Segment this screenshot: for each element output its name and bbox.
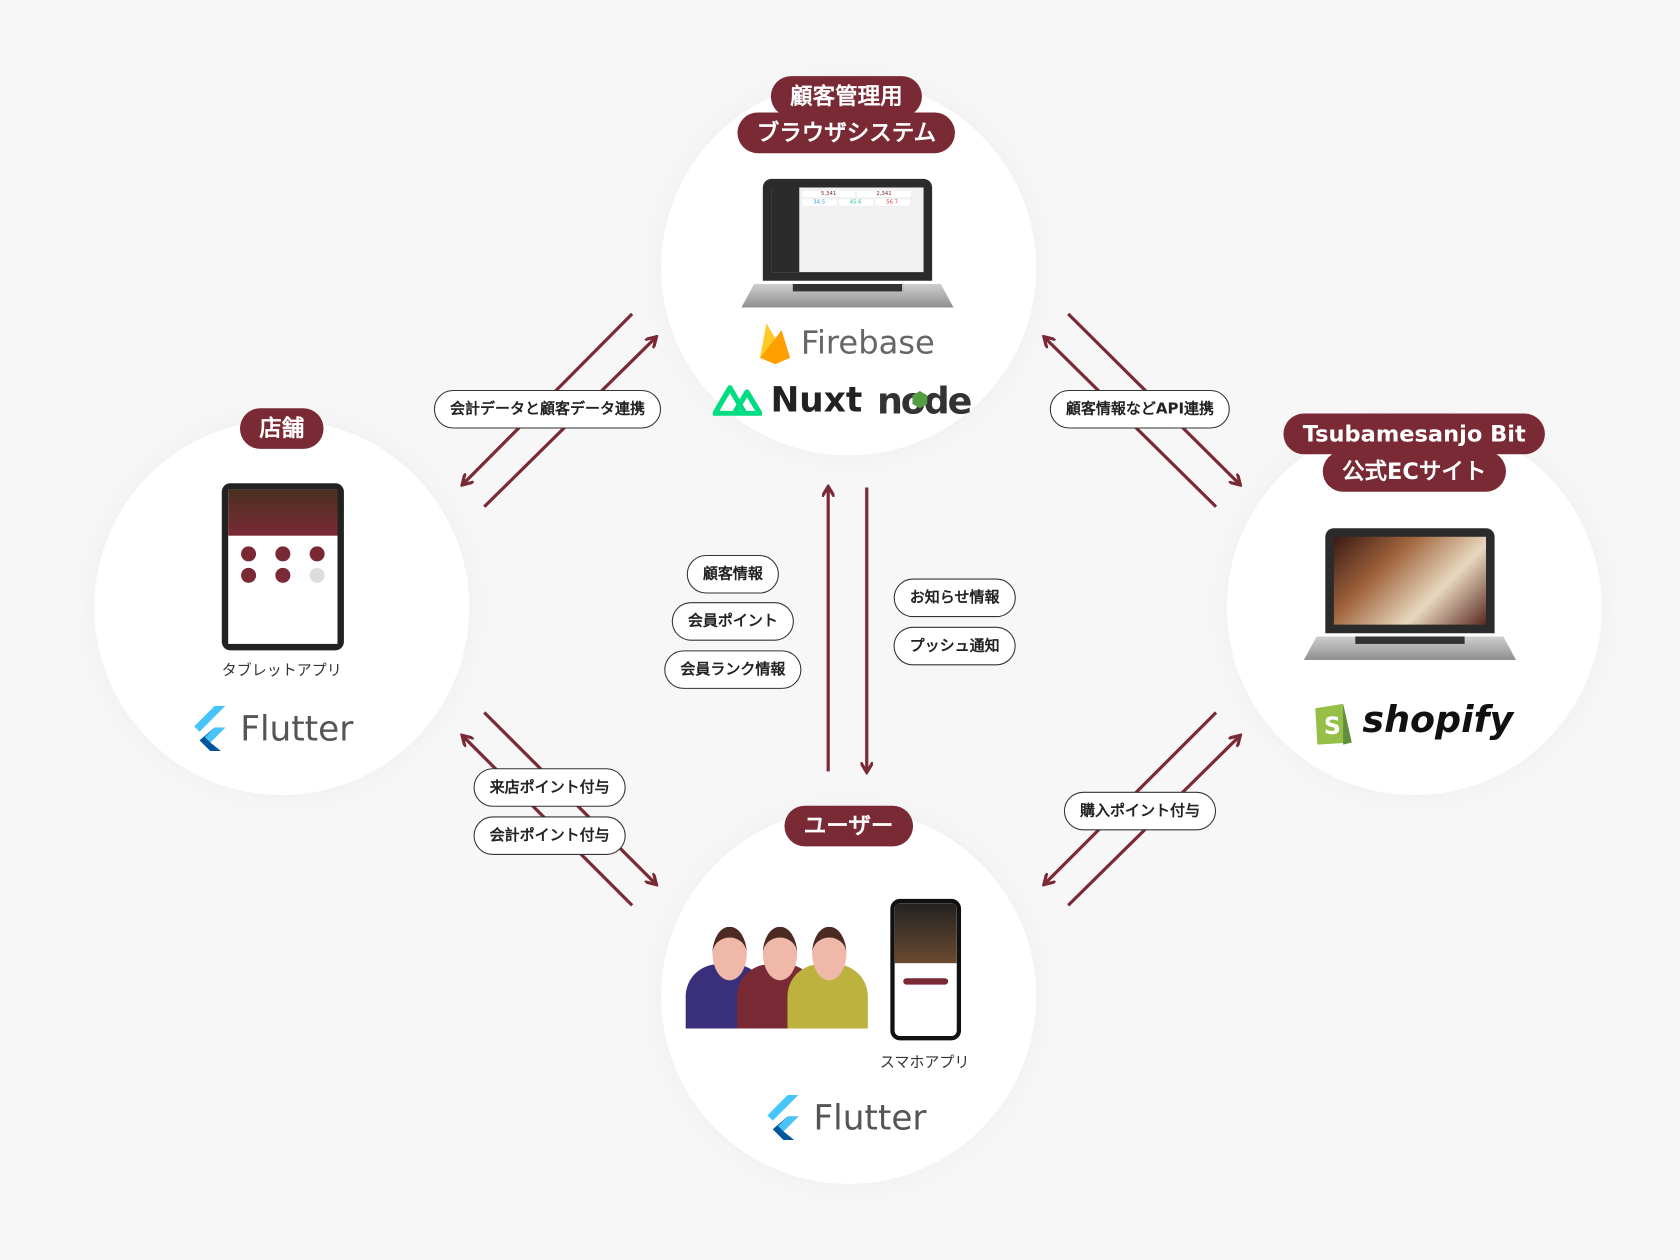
dashboard-value: 5,341 xyxy=(801,190,856,198)
dashboard-value: 56.7 xyxy=(874,199,910,206)
tablet-app-image xyxy=(221,483,344,651)
smartphone-app-image xyxy=(890,898,962,1041)
link-label-checkout-points: 会計ポイント付与 xyxy=(473,816,626,855)
link-label-customer-info: 顧客情報 xyxy=(686,554,779,594)
ec-title-line2: 公式ECサイト xyxy=(1322,451,1506,492)
link-label-purchase-points: 購入ポイント付与 xyxy=(1063,791,1217,831)
flutter-logo-store: Flutter xyxy=(193,706,353,752)
link-label-member-rank: 会員ランク情報 xyxy=(664,650,802,689)
flutter-icon xyxy=(767,1094,799,1140)
ec-laptop-image xyxy=(1303,528,1517,660)
admin-title-line1: 顧客管理用 xyxy=(770,76,922,117)
firebase-logo: Firebase xyxy=(758,321,935,365)
store-title: 店舗 xyxy=(239,408,324,449)
dashboard-value: 34.5 xyxy=(801,199,837,206)
users-illustration xyxy=(685,921,868,1029)
shopify-bag-icon: S xyxy=(1315,703,1352,745)
shopify-logo: S shopify xyxy=(1311,695,1513,745)
flutter-icon xyxy=(194,706,226,752)
nodejs-logo: node xyxy=(877,380,972,423)
dashboard-value: 2,341 xyxy=(857,190,911,198)
flutter-logo-user: Flutter xyxy=(766,1094,927,1140)
nuxt-logo: Nuxt xyxy=(712,379,862,420)
firebase-icon xyxy=(760,323,791,365)
svg-text:S: S xyxy=(1324,712,1341,740)
nodejs-icon xyxy=(912,391,928,409)
link-label-store-admin: 会計データと顧客データ連携 xyxy=(433,389,662,429)
nuxt-icon xyxy=(712,385,763,416)
link-label-member-points: 会員ポイント xyxy=(671,602,794,641)
admin-title-line2: ブラウザシステム xyxy=(737,112,956,154)
link-label-notices: お知らせ情報 xyxy=(893,578,1016,618)
admin-laptop-image: 5,341 2,341 34.5 45.6 56.7 xyxy=(741,178,954,308)
tablet-app-caption: タブレットアプリ xyxy=(221,662,342,680)
dashboard-value: 45.6 xyxy=(838,199,873,206)
smartphone-app-caption: スマホアプリ xyxy=(879,1054,970,1072)
link-label-admin-ec: 顧客情報などAPI連携 xyxy=(1049,389,1231,429)
user-title: ユーザー xyxy=(784,805,913,847)
link-label-visit-points: 来店ポイント付与 xyxy=(473,768,626,807)
ec-title-line1: Tsubamesanjo Bit xyxy=(1283,413,1546,455)
link-label-push: プッシュ通知 xyxy=(893,626,1016,666)
